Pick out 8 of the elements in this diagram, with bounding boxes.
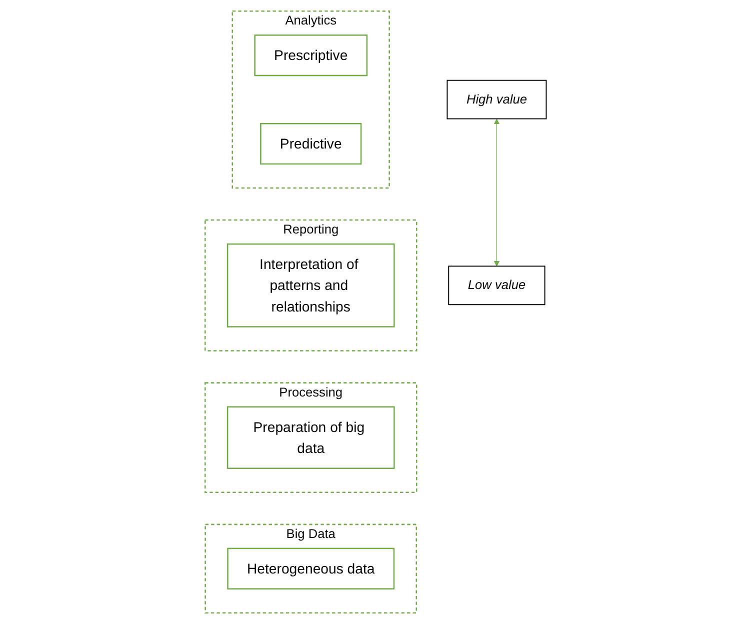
node-box: Predictive [260, 122, 362, 165]
node-box: Heterogeneous data [227, 548, 395, 590]
arrow [494, 118, 500, 266]
node-box: Low value [448, 266, 546, 306]
node-box: Preparation of big data [227, 406, 396, 469]
node-box: High value [447, 80, 548, 120]
node-box: Prescriptive [254, 34, 368, 76]
node-box: Interpretation of patterns and relationships [227, 243, 396, 328]
